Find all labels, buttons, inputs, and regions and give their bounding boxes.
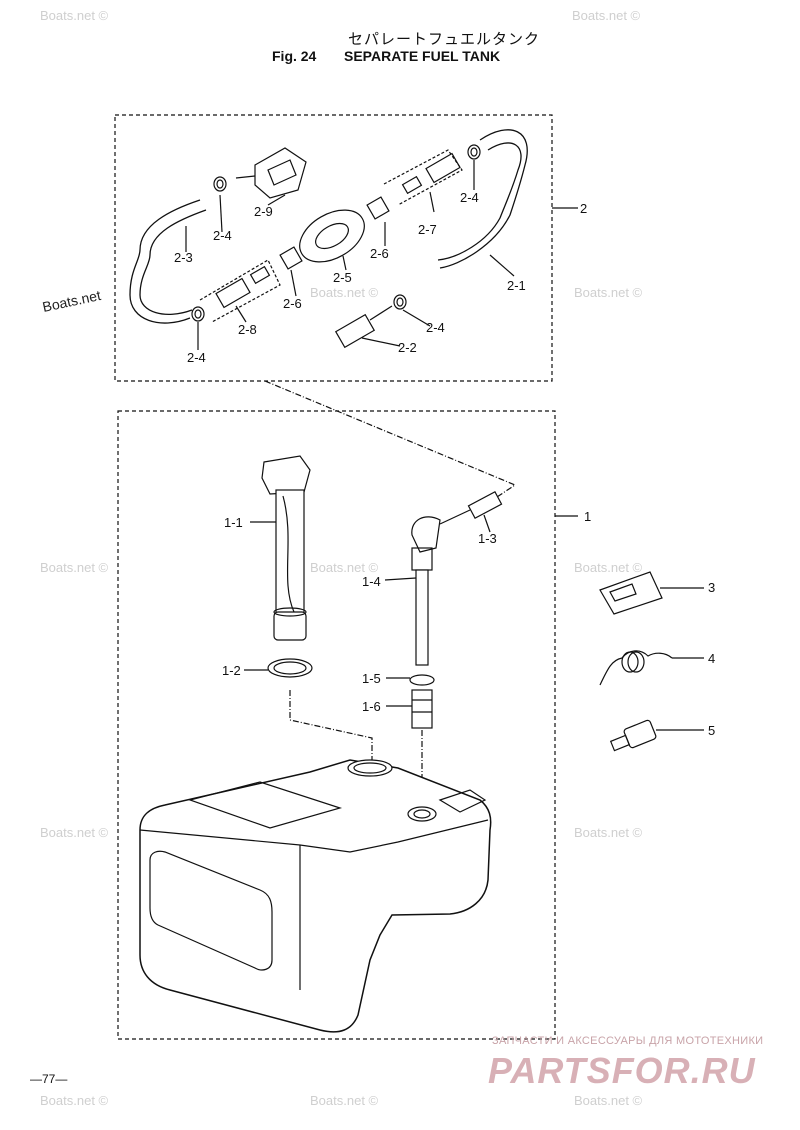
label-2-4: 2-4 [187,350,206,365]
hose-assembly-box [114,114,553,382]
label-5: 5 [708,723,716,738]
fitting-1-3 [467,490,503,520]
label-2-9: 2-9 [254,204,273,219]
watermark: Boats.net © [310,1093,379,1108]
watermark: Boats.net © [574,285,643,300]
hose-2-3 [129,199,201,324]
label-2-1: 2-1 [507,278,526,293]
figure-number: Fig. 24 [272,48,317,64]
label-1-2: 1-2 [222,663,241,678]
watermark: Boats.net © [40,1093,109,1108]
decal-3 [599,571,663,615]
japanese-title: セパレートフュエルタンク [348,31,541,48]
page-number: —77— [30,1072,68,1086]
label-1-3: 1-3 [478,531,497,546]
label-1-6: 1-6 [362,699,381,714]
label-2-4: 2-4 [460,190,479,205]
elbow-1-4 [411,516,441,553]
label-1-1: 1-1 [224,515,243,530]
label-2-4: 2-4 [426,320,445,335]
label-3: 3 [708,580,716,595]
label-2-4: 2-4 [213,228,232,243]
wire-spring-4 [599,650,673,686]
watermark: Boats.net © [572,8,641,23]
check-valve-2-7 [425,152,461,184]
tank-outlet [407,806,437,822]
watermark: Boats.net © [40,560,109,575]
label-2: 2 [580,201,588,216]
watermark: Boats.net © [40,8,109,23]
brand-tagline: ЗАПЧАСТИ И АКСЕССУАРЫ ДЛЯ МОТОТЕХНИКИ [492,1035,764,1047]
primer-bulb-2-5 [299,209,365,263]
label-2-7: 2-7 [418,222,437,237]
filter-1-6 [411,689,433,729]
label-1: 1 [584,509,592,524]
fitting-5 [623,719,657,749]
clamp-2-4 [467,144,481,160]
watermark: Boats.net © [574,825,643,840]
label-1-5: 1-5 [362,671,381,686]
label-2-5: 2-5 [333,270,352,285]
watermark: Boats.net © [310,560,379,575]
watermark: Boats.net © [574,1093,643,1108]
o-ring-1-2 [267,658,313,678]
watermark: Boats.net © [40,825,109,840]
clamp-2-4 [191,306,205,322]
watermark: Boats.net © [574,560,643,575]
label-2-8: 2-8 [238,322,257,337]
label-2-3: 2-3 [174,250,193,265]
o-ring-1-5 [409,674,435,686]
figure-title: SEPARATE FUEL TANK [344,48,501,64]
connector-2-9 [254,147,307,199]
fitting-2-2 [334,313,376,349]
check-valve-2-8 [215,277,251,309]
fuel-gauge-1-1 [261,455,311,495]
clamp-2-4 [393,294,407,310]
clamp-2-4 [213,176,227,192]
sleeve-2-6 [366,196,390,220]
label-2-6: 2-6 [283,296,302,311]
brand-logo: PARTSFOR.RU [488,1050,756,1091]
label-2-6: 2-6 [370,246,389,261]
sleeve-2-6 [279,246,303,270]
label-2-2: 2-2 [398,340,417,355]
label-1-4: 1-4 [362,574,381,589]
label-4: 4 [708,651,716,666]
fuel-tank [139,759,492,1033]
watermark: Boats.net © [310,285,379,300]
hose-2-1 [439,129,528,269]
